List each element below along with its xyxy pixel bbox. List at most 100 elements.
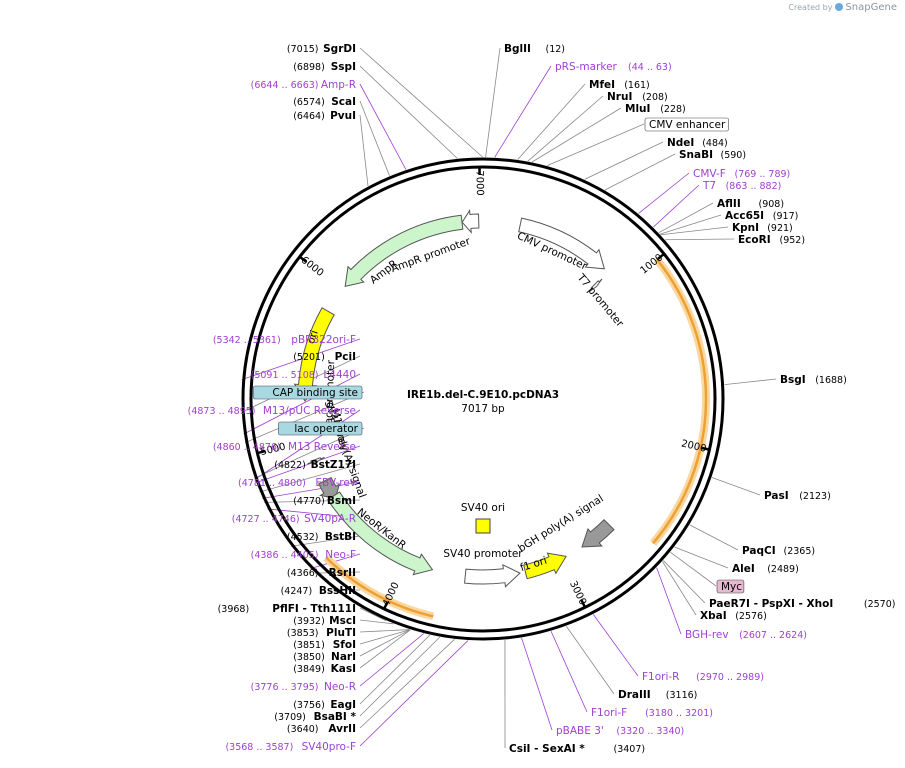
site-mlui[interactable]: MluI(228) bbox=[625, 103, 686, 115]
site-sspi[interactable]: SspI(6898) bbox=[293, 61, 356, 73]
leader-line bbox=[243, 373, 361, 435]
site-bsmi[interactable]: BsmI(4770) bbox=[293, 495, 356, 507]
site-m13-reverse[interactable]: M13 Reverse(4860 .. 4876) bbox=[213, 441, 356, 453]
site-rsrii[interactable]: RsrII(4366) bbox=[287, 567, 356, 579]
feature-ori[interactable]: ori bbox=[293, 307, 335, 402]
site-position: (952) bbox=[780, 235, 806, 246]
site-nari[interactable]: NarI(3850) bbox=[293, 651, 356, 663]
site-mfei[interactable]: MfeI(161) bbox=[589, 79, 650, 91]
site-pbabe-3[interactable]: pBABE 3'(3320 .. 3340) bbox=[556, 725, 684, 737]
orange-arc bbox=[325, 556, 434, 618]
feature-arrow bbox=[293, 307, 335, 402]
site-csii-sexai[interactable]: CsiI - SexAI *(3407) bbox=[509, 743, 645, 755]
site-sv40pa-r[interactable]: SV40pA-R(4727 .. 4746) bbox=[232, 513, 356, 525]
site-eagi[interactable]: EagI(3756) bbox=[293, 699, 356, 711]
site-sv40pro-f[interactable]: SV40pro-F(3568 .. 3587) bbox=[225, 741, 356, 753]
site-pbr322ori-f[interactable]: pBR322ori-F(5342 .. 5361) bbox=[213, 334, 356, 346]
site-cap-binding-site[interactable]: CAP binding site bbox=[252, 385, 363, 400]
site-cmv-enhancer[interactable]: CMV enhancer bbox=[644, 117, 729, 132]
site-ndei[interactable]: NdeI(484) bbox=[667, 137, 728, 149]
site-bstz17i[interactable]: BstZ17I(4822) bbox=[274, 459, 356, 471]
watermark-brand: SnapGene bbox=[845, 2, 897, 13]
leader-line bbox=[584, 141, 664, 180]
feature-label: SV40 promoter bbox=[443, 548, 523, 560]
site-avrii[interactable]: AvrII(3640) bbox=[287, 723, 356, 735]
site-position: (4366) bbox=[287, 568, 319, 579]
plasmid-title: IRE1b.del-C.9E10.pcDNA3 bbox=[407, 389, 559, 401]
site-name: SgrDI bbox=[323, 43, 356, 55]
site-aflii[interactable]: AflII(908) bbox=[717, 198, 784, 210]
site-paqci[interactable]: PaqCI(2365) bbox=[742, 545, 815, 557]
feature-sv40-promoter[interactable]: SV40 promoter bbox=[443, 548, 523, 588]
site-paer7i-pspxi-xhoi[interactable]: PaeR7I - PspXI - XhoI(2570) bbox=[709, 598, 895, 610]
feature-arrow bbox=[327, 491, 434, 576]
site-myc[interactable]: Myc bbox=[716, 579, 745, 594]
site-pluti[interactable]: PluTI(3853) bbox=[287, 627, 356, 639]
site-xbai[interactable]: XbaI(2576) bbox=[700, 610, 767, 622]
site-ecori[interactable]: EcoRI (952) bbox=[738, 234, 805, 246]
leader-line bbox=[550, 631, 588, 713]
site-position: (5342 .. 5361) bbox=[213, 335, 281, 346]
feature-arrow bbox=[317, 476, 341, 500]
site-bglii[interactable]: BglII(12) bbox=[504, 43, 565, 55]
site-scai[interactable]: ScaI(6574) bbox=[293, 96, 356, 108]
leader-line bbox=[359, 633, 424, 687]
site-f1ori-r[interactable]: F1ori-R(2970 .. 2989) bbox=[642, 671, 764, 683]
leader-line bbox=[724, 378, 777, 386]
backbone-outer bbox=[241, 157, 725, 641]
site-acc65i[interactable]: Acc65I(917) bbox=[725, 210, 798, 222]
leader-line bbox=[656, 567, 682, 635]
feature-sv40-ori[interactable]: SV40 ori bbox=[461, 502, 505, 534]
site-t7[interactable]: T7(863 .. 882) bbox=[702, 180, 781, 192]
site-pasi[interactable]: PasI(2123) bbox=[764, 490, 831, 502]
feature-f1-ori[interactable]: f1 ori bbox=[519, 552, 567, 580]
site-position: (921) bbox=[767, 223, 793, 234]
site-name: BglII bbox=[504, 43, 531, 55]
site-m13-puc-reverse[interactable]: M13/pUC Reverse(4873 .. 4895) bbox=[188, 405, 356, 417]
site-bsabi[interactable]: BsaBI *(3709) bbox=[274, 711, 356, 723]
leader-line bbox=[359, 47, 483, 158]
feature-cmv-promoter[interactable]: CMV promoter bbox=[515, 217, 606, 273]
site-name: PluTI bbox=[326, 627, 356, 639]
feature-arrow bbox=[588, 278, 603, 293]
site-name: EcoRI bbox=[738, 234, 771, 246]
tick-mark bbox=[701, 446, 710, 451]
site-sfoi[interactable]: SfoI(3851) bbox=[293, 639, 356, 651]
site-labels: SgrDI(7015) SspI(6898) Amp-R(6644 .. 6663)… bbox=[188, 43, 896, 755]
site-bsshii[interactable]: BssHII(4247) bbox=[281, 585, 356, 597]
site-cmv-f[interactable]: CMV-F(769 .. 789) bbox=[693, 168, 790, 180]
site-pflfi-tth111i[interactable]: PflFI - Tth111I(3968) bbox=[218, 603, 356, 615]
backbone-ring bbox=[241, 157, 725, 641]
site-lac-operator[interactable]: lac operator bbox=[278, 421, 363, 436]
site-prs-marker[interactable]: pRS-marker(44 .. 63) bbox=[555, 61, 672, 73]
site-msci[interactable]: MscI(3932) bbox=[293, 615, 356, 627]
site-kasi[interactable]: KasI(3849) bbox=[293, 663, 356, 675]
tick-mark bbox=[657, 252, 665, 260]
site-draiii[interactable]: DraIII(3116) bbox=[618, 689, 697, 701]
site-pcii[interactable]: PciI(5201) bbox=[293, 351, 356, 363]
site-alei[interactable]: AleI(2489) bbox=[732, 563, 799, 575]
site-bstbi[interactable]: BstBI(4532) bbox=[287, 531, 356, 543]
site-name: F1ori-F bbox=[591, 707, 627, 719]
site-position: (2123) bbox=[799, 491, 831, 502]
feature-t7-promoter[interactable]: T7 promoter bbox=[574, 271, 626, 330]
site-name: PciI bbox=[335, 351, 356, 363]
site-f1ori-f[interactable]: F1ori-F(3180 .. 3201) bbox=[591, 707, 713, 719]
site-sgrdi[interactable]: SgrDI(7015) bbox=[287, 43, 356, 55]
site-bgh-rev[interactable]: BGH-rev(2607 .. 2624) bbox=[685, 629, 807, 641]
site-snabi[interactable]: SnaBI(590) bbox=[679, 149, 746, 161]
site-l4440[interactable]: L4440(5091 .. 5108) bbox=[251, 369, 356, 381]
site-neo-r[interactable]: Neo-R(3776 .. 3795) bbox=[251, 681, 356, 693]
site-bsgi[interactable]: BsgI(1688) bbox=[780, 374, 847, 386]
tick-label: 3000 bbox=[567, 579, 588, 607]
site-pvui[interactable]: PvuI(6464) bbox=[293, 110, 356, 122]
site-ebv-rev[interactable]: EBV-rev(4781 .. 4800) bbox=[238, 477, 356, 489]
site-kpni[interactable]: KpnI(921) bbox=[732, 222, 793, 234]
site-position: (3320 .. 3340) bbox=[616, 726, 684, 737]
feature-bgh-poly-a-signal[interactable]: bGH poly(A) signal bbox=[516, 493, 615, 555]
site-nrui[interactable]: NruI(208) bbox=[607, 91, 668, 103]
leader-line bbox=[521, 637, 553, 731]
site-amp-r[interactable]: Amp-R(6644 .. 6663) bbox=[251, 79, 356, 91]
site-neo-f[interactable]: Neo-F(4386 .. 4405) bbox=[251, 549, 356, 561]
